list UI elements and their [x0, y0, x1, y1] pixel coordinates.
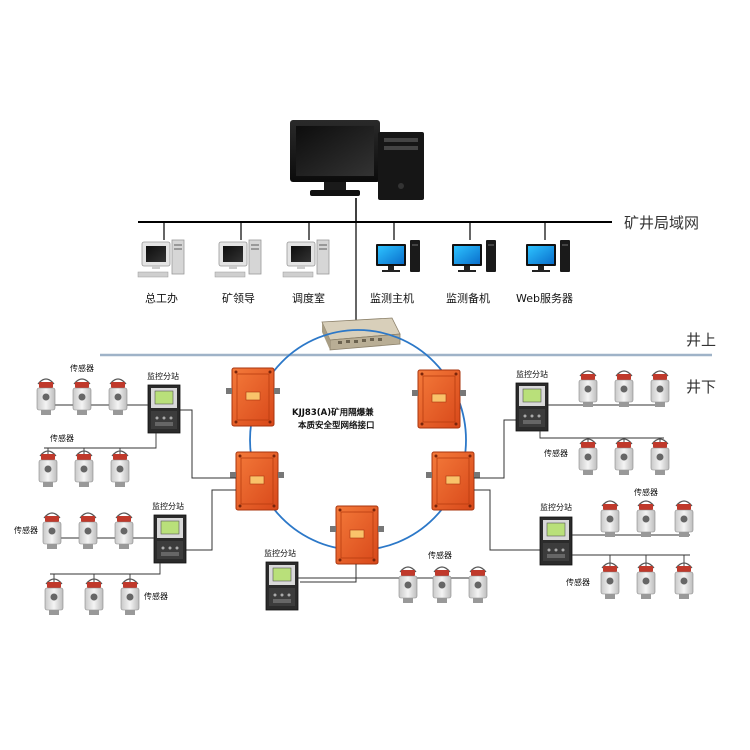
sensor-icon [600, 562, 620, 600]
terminal-label: 监测备机 [446, 291, 490, 305]
workstation-icon [282, 239, 330, 278]
substation-label: 监控分站 [264, 548, 296, 558]
sensor-icon [110, 450, 130, 488]
sensor-icon [468, 566, 488, 604]
terminal-label: 总工办 [145, 291, 178, 305]
sensor-label: 传感器 [70, 363, 94, 373]
sensor-icon [36, 378, 56, 416]
sensor-icon [614, 438, 634, 476]
sensor-icon [636, 500, 656, 538]
terminal-label: 矿领导 [222, 292, 255, 305]
network-interface-box [425, 451, 481, 511]
workstation-icon [376, 240, 420, 272]
workstation-icon [214, 239, 262, 278]
sensor-icon [84, 578, 104, 616]
sensor-icon [432, 566, 452, 604]
sensor-icon [674, 562, 694, 600]
below-ground-label: 井下 [686, 378, 716, 396]
interface-label-line1: KJJ83(A)矿用隔爆兼 [292, 407, 374, 418]
sensor-icon [614, 370, 634, 408]
workstation-icon [452, 240, 496, 272]
terminal-zonggongban: 总工办 [137, 239, 185, 305]
sensor-icon [44, 578, 64, 616]
sensor-icon [38, 450, 58, 488]
above-ground-label: 井上 [686, 331, 716, 349]
substation-cabinet [153, 514, 187, 564]
terminal-jiance-beiji: 监测备机 [446, 240, 496, 305]
network-interface-box [411, 369, 467, 429]
sensor-label: 传感器 [566, 577, 590, 587]
sensor-label: 传感器 [50, 433, 74, 443]
sensor-icon [114, 512, 134, 550]
sensor-icon [636, 562, 656, 600]
sensor-label: 传感器 [144, 591, 168, 601]
sensor-icon [398, 566, 418, 604]
substation-cabinet [539, 516, 573, 566]
network-interface-box [225, 367, 281, 427]
sensor-label: 传感器 [428, 550, 452, 560]
substation-cabinet [265, 561, 299, 611]
interface-label-line2: 本质安全型网络接口 [298, 420, 375, 431]
sensor-label: 传感器 [544, 448, 568, 458]
sensor-icon [74, 450, 94, 488]
terminal-diaodushi: 调度室 [282, 239, 330, 305]
substation-label: 监控分站 [540, 502, 572, 512]
sensor-icon [578, 370, 598, 408]
network-switch-icon [321, 317, 401, 351]
terminal-label: 监测主机 [370, 291, 414, 305]
terminal-jiance-zhuji: 监测主机 [370, 240, 420, 305]
lan-label: 矿井局域网 [624, 214, 699, 232]
substation-label: 监控分站 [152, 501, 184, 511]
sensor-icon [600, 500, 620, 538]
network-interface-box [229, 451, 285, 511]
terminal-label: Web服务器 [516, 292, 573, 305]
terminal-web-server: Web服务器 [516, 240, 573, 305]
sensor-icon [120, 578, 140, 616]
substation-cabinet [147, 384, 181, 434]
workstation-icon [137, 239, 185, 278]
terminal-label: 调度室 [292, 291, 325, 305]
sensor-icon [78, 512, 98, 550]
network-interface-box [329, 505, 385, 565]
sensor-icon [42, 512, 62, 550]
sensor-icon [108, 378, 128, 416]
central-server-icon [290, 120, 424, 200]
terminal-kuanglingdao: 矿领导 [214, 239, 262, 305]
substation-label: 监控分站 [516, 369, 548, 379]
sensor-icon [650, 370, 670, 408]
sensor-icon [578, 438, 598, 476]
sensor-icon [650, 438, 670, 476]
sensor-label: 传感器 [634, 487, 658, 497]
sensor-icon [674, 500, 694, 538]
substation-label: 监控分站 [147, 371, 179, 381]
sensor-label: 传感器 [14, 525, 38, 535]
server-icon [526, 240, 570, 272]
sensor-icon [72, 378, 92, 416]
substation-cabinet [515, 382, 549, 432]
